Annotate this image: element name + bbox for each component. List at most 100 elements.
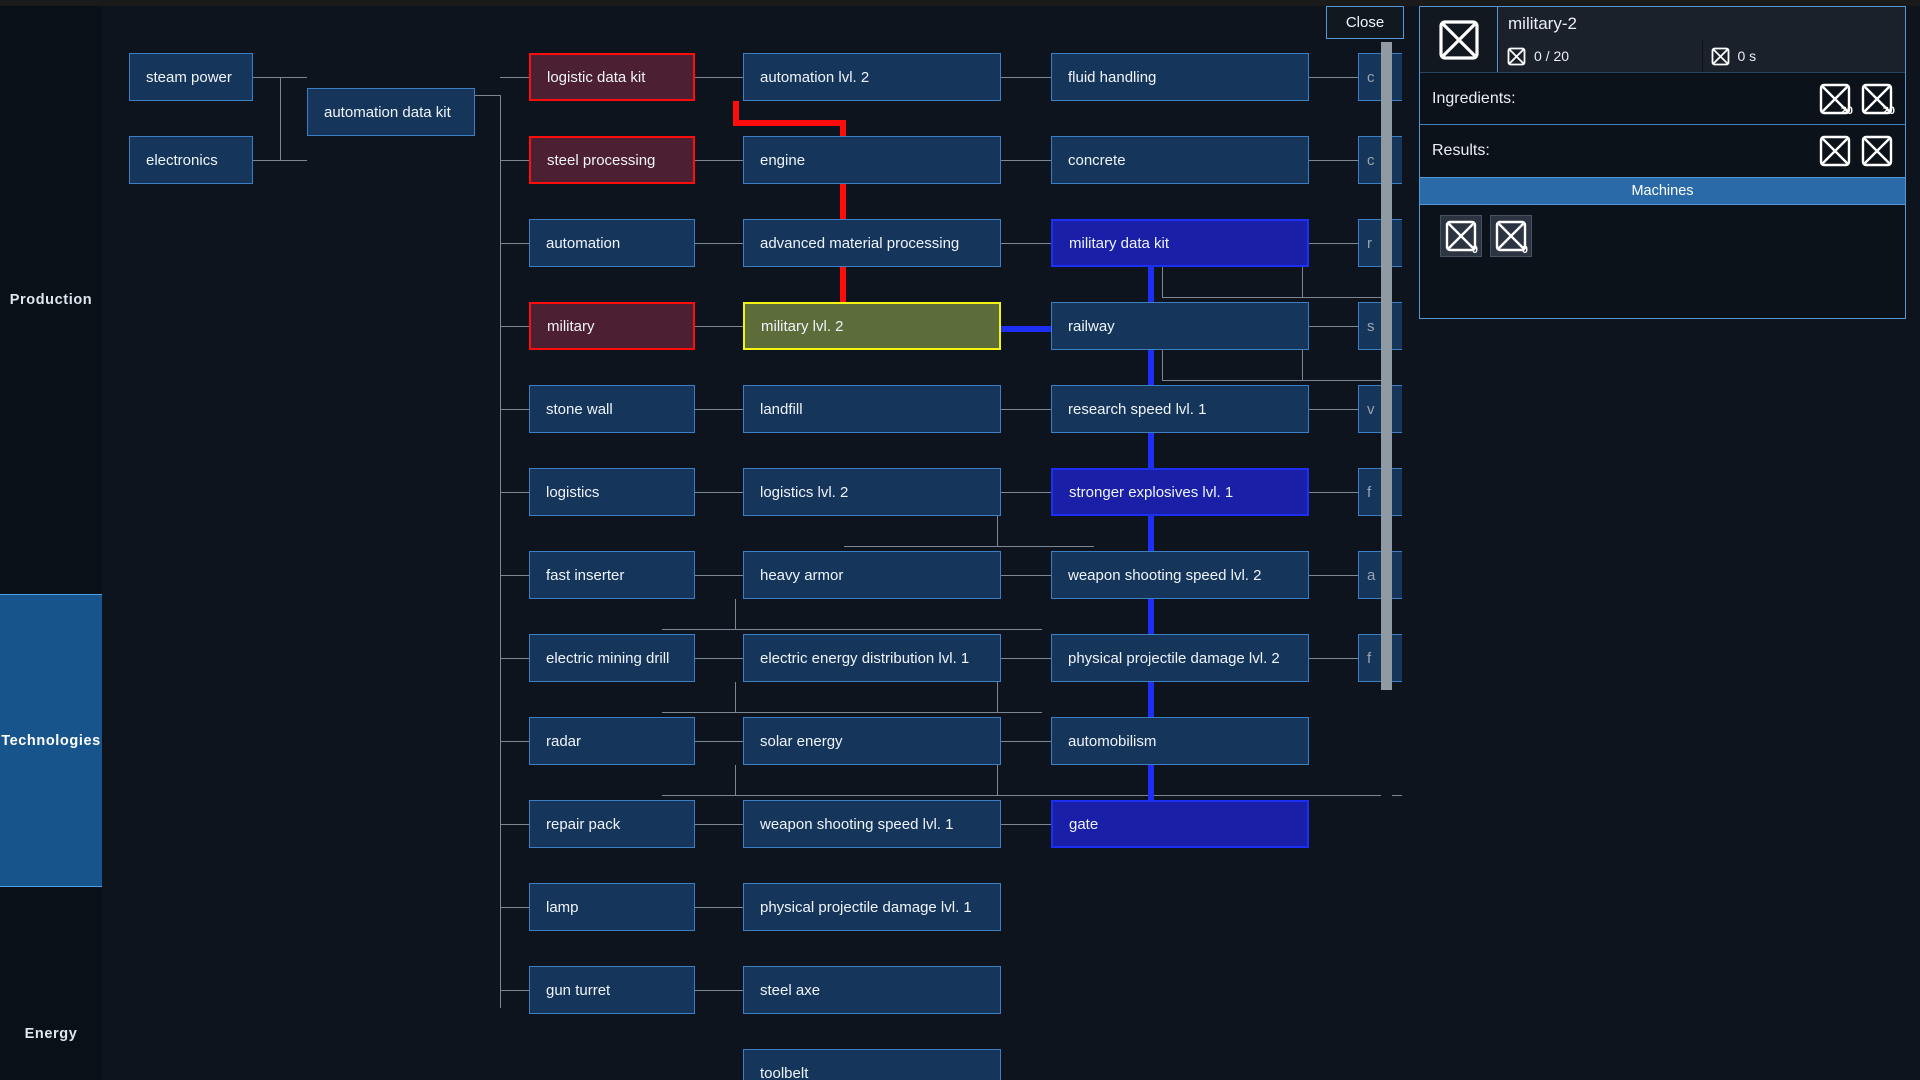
connector-line bbox=[695, 658, 743, 659]
close-button-label: Close bbox=[1345, 14, 1385, 31]
connector-line bbox=[1001, 77, 1051, 78]
tech-node[interactable]: solar energy bbox=[743, 717, 1001, 765]
ingredient-item[interactable]: 20 bbox=[1819, 83, 1853, 117]
connector-line bbox=[500, 77, 529, 78]
tech-node[interactable]: f bbox=[1358, 634, 1402, 682]
tech-node[interactable]: toolbelt bbox=[743, 1049, 1001, 1080]
tech-node-label: logistic data kit bbox=[547, 68, 646, 86]
tech-node[interactable]: logistics lvl. 2 bbox=[743, 468, 1001, 516]
connector-line bbox=[500, 907, 529, 908]
x-box-icon bbox=[1495, 220, 1527, 252]
tech-node[interactable]: physical projectile damage lvl. 1 bbox=[743, 883, 1001, 931]
tech-node-label: steam power bbox=[146, 68, 232, 86]
tech-node[interactable]: gate bbox=[1051, 800, 1309, 848]
connector-line bbox=[1001, 658, 1051, 659]
tech-node[interactable]: f bbox=[1358, 468, 1402, 516]
tech-node[interactable]: lamp bbox=[529, 883, 695, 931]
detail-panel-stats: 0 / 20 0 s bbox=[1498, 40, 1905, 72]
result-item[interactable] bbox=[1861, 135, 1893, 167]
tech-node[interactable]: military bbox=[529, 302, 695, 350]
tech-node[interactable]: electric energy distribution lvl. 1 bbox=[743, 634, 1001, 682]
tech-node[interactable]: railway bbox=[1051, 302, 1309, 350]
tech-node[interactable]: r bbox=[1358, 219, 1402, 267]
connector-line bbox=[997, 682, 998, 712]
tech-node[interactable]: concrete bbox=[1051, 136, 1309, 184]
sidebar-item-label: Technologies bbox=[1, 732, 101, 749]
machine-slot[interactable]: 0 bbox=[1440, 215, 1482, 257]
tech-node-label: steel axe bbox=[760, 981, 821, 999]
machines-list: 0 0 bbox=[1420, 205, 1905, 267]
sidebar-item-energy[interactable]: Energy bbox=[0, 887, 102, 1080]
vertical-scrollbar-thumb[interactable] bbox=[1381, 42, 1392, 690]
tech-tree-canvas[interactable]: steam power electronics automation data ki… bbox=[102, 6, 1402, 1080]
tech-node[interactable]: automation data kit bbox=[307, 88, 475, 136]
tech-node[interactable]: logistics bbox=[529, 468, 695, 516]
tech-node[interactable]: s bbox=[1358, 302, 1402, 350]
tech-node-label: gun turret bbox=[546, 981, 611, 999]
tech-node[interactable]: c bbox=[1358, 53, 1402, 101]
tech-node[interactable]: fluid handling bbox=[1051, 53, 1309, 101]
connector-line bbox=[997, 516, 998, 546]
tech-node-label: radar bbox=[546, 732, 582, 750]
tech-node[interactable]: physical projectile damage lvl. 2 bbox=[1051, 634, 1309, 682]
tech-node[interactable]: electric mining drill bbox=[529, 634, 695, 682]
machines-section-header: Machines bbox=[1420, 177, 1905, 205]
sidebar-item-production[interactable]: Production bbox=[0, 6, 102, 594]
connector-line bbox=[1309, 160, 1358, 161]
connector-line bbox=[1148, 243, 1154, 825]
tech-node[interactable]: electronics bbox=[129, 136, 253, 184]
tech-node[interactable]: weapon shooting speed lvl. 1 bbox=[743, 800, 1001, 848]
ingredient-item[interactable]: 20 bbox=[1861, 83, 1895, 117]
tech-node[interactable]: heavy armor bbox=[743, 551, 1001, 599]
tech-node[interactable]: steel processing bbox=[529, 136, 695, 184]
tech-node[interactable]: a bbox=[1358, 551, 1402, 599]
connector-line bbox=[500, 95, 501, 1008]
left-sidebar: Production Technologies Energy Preferene… bbox=[0, 6, 102, 1080]
connector-line bbox=[500, 160, 529, 161]
tech-node[interactable]: v bbox=[1358, 385, 1402, 433]
tech-node[interactable]: steel axe bbox=[743, 966, 1001, 1014]
connector-line bbox=[695, 160, 743, 161]
tech-node[interactable]: stone wall bbox=[529, 385, 695, 433]
connector-line bbox=[695, 492, 743, 493]
sidebar-item-label: Energy bbox=[24, 1025, 78, 1042]
tech-node[interactable]: advanced material processing bbox=[743, 219, 1001, 267]
technology-icon-box[interactable] bbox=[1420, 7, 1498, 72]
tech-node-label: physical projectile damage lvl. 2 bbox=[1068, 649, 1280, 667]
tech-node[interactable]: weapon shooting speed lvl. 2 bbox=[1051, 551, 1309, 599]
tech-node-label: weapon shooting speed lvl. 2 bbox=[1068, 566, 1262, 584]
tech-node[interactable]: automobilism bbox=[1051, 717, 1309, 765]
tech-node[interactable]: automation lvl. 2 bbox=[743, 53, 1001, 101]
research-time-value: 0 s bbox=[1737, 48, 1757, 64]
tech-node[interactable]: stronger explosives lvl. 1 bbox=[1051, 468, 1309, 516]
detail-panel-header-right: military-2 0 / 20 bbox=[1498, 7, 1905, 72]
sidebar-item-technologies[interactable]: Technologies bbox=[0, 594, 102, 887]
tech-node[interactable]: research speed lvl. 1 bbox=[1051, 385, 1309, 433]
tech-node[interactable]: landfill bbox=[743, 385, 1001, 433]
tech-node[interactable]: repair pack bbox=[529, 800, 695, 848]
research-time-stat: 0 s bbox=[1701, 40, 1906, 72]
tech-node[interactable]: military data kit bbox=[1051, 219, 1309, 267]
tech-node[interactable]: logistic data kit bbox=[529, 53, 695, 101]
tech-node[interactable]: military lvl. 2 bbox=[743, 302, 1001, 350]
tech-node[interactable]: radar bbox=[529, 717, 695, 765]
connector-line bbox=[1309, 575, 1358, 576]
tech-node-label: fast inserter bbox=[546, 566, 625, 584]
tech-node[interactable]: gun turret bbox=[529, 966, 695, 1014]
close-button[interactable]: Close bbox=[1326, 6, 1404, 39]
connector-line bbox=[1001, 243, 1051, 244]
result-item[interactable] bbox=[1819, 135, 1851, 167]
tech-node[interactable]: automation bbox=[529, 219, 695, 267]
tech-node[interactable]: fast inserter bbox=[529, 551, 695, 599]
machine-slot[interactable]: 0 bbox=[1490, 215, 1532, 257]
tech-node[interactable]: steam power bbox=[129, 53, 253, 101]
ingredients-row: Ingredients: 20 20 bbox=[1420, 73, 1905, 125]
tech-node[interactable]: engine bbox=[743, 136, 1001, 184]
tech-node-label: research speed lvl. 1 bbox=[1068, 400, 1207, 418]
tech-node-label: fluid handling bbox=[1068, 68, 1157, 86]
tech-node[interactable]: c bbox=[1358, 136, 1402, 184]
connector-line bbox=[500, 741, 529, 742]
tech-node-label: automation lvl. 2 bbox=[760, 68, 870, 86]
x-box-icon bbox=[1507, 47, 1526, 66]
ingredients-label: Ingredients: bbox=[1432, 89, 1516, 107]
